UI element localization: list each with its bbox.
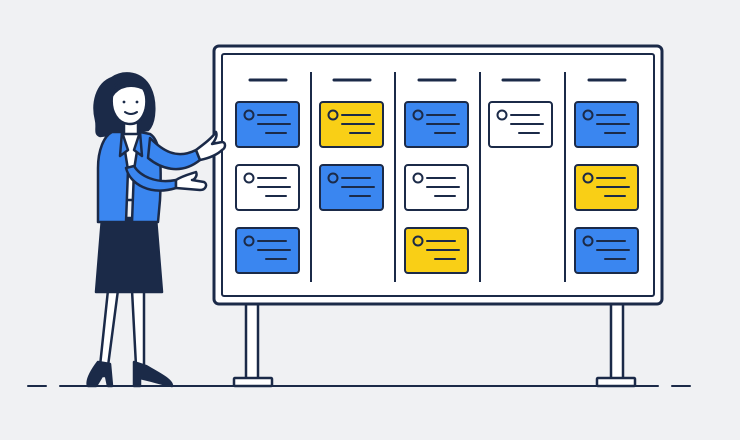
card-dot-icon (582, 109, 594, 121)
kanban-card-blue (574, 227, 639, 274)
presenter-woman (86, 72, 227, 388)
shoe-right (132, 360, 174, 388)
hand-upper (194, 130, 227, 162)
kanban-card-white (404, 164, 469, 211)
leg-right (130, 288, 146, 368)
kanban-card-blue (235, 227, 300, 274)
card-dot-icon (327, 172, 339, 184)
kanban-card-yellow (404, 227, 469, 274)
card-dot-icon (243, 172, 255, 184)
board-stand (232, 298, 637, 388)
arm-upper (146, 136, 202, 171)
board-cards (235, 101, 639, 274)
kanban-card-blue (574, 101, 639, 148)
kanban-card-white (235, 164, 300, 211)
kanban-card-blue (235, 101, 300, 148)
shoe-left (86, 360, 114, 388)
kanban-card-yellow (574, 164, 639, 211)
kanban-board (212, 44, 664, 306)
card-dot-icon (496, 109, 508, 121)
kanban-card-yellow (319, 101, 384, 148)
card-dot-icon (327, 109, 339, 121)
card-dot-icon (582, 235, 594, 247)
card-dot-icon (412, 172, 424, 184)
kanban-card-blue (319, 164, 384, 211)
kanban-card-blue (404, 101, 469, 148)
leg-left (98, 288, 120, 368)
kanban-card-white (488, 101, 553, 148)
card-dot-icon (243, 109, 255, 121)
skirt (94, 216, 164, 294)
card-dot-icon (582, 172, 594, 184)
hand-lower (174, 170, 208, 192)
card-dot-icon (412, 109, 424, 121)
card-dot-icon (243, 235, 255, 247)
column-dividers (310, 72, 566, 282)
card-dot-icon (412, 235, 424, 247)
